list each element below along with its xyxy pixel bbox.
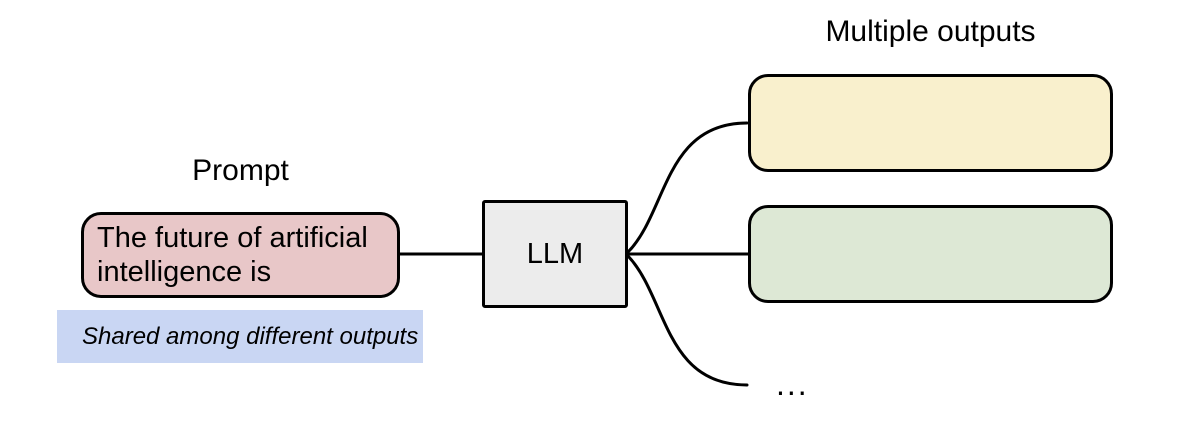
llm-box: LLM (482, 200, 628, 308)
outputs-title: Multiple outputs (825, 15, 1036, 48)
output-box-1 (748, 74, 1113, 172)
prompt-box: The future of artificial intelligence is (81, 212, 400, 298)
shared-note-text: Shared among different outputs (82, 322, 419, 350)
output-box-2 (748, 205, 1113, 303)
shared-note: Shared among different outputs (57, 310, 423, 363)
connector-llm-to-ellipsis (626, 254, 749, 387)
connector-llm-to-output-1 (626, 121, 749, 254)
llm-label: LLM (526, 237, 584, 270)
prompt-title: Prompt (192, 154, 289, 187)
ellipsis: ... (776, 366, 809, 402)
prompt-box-text: The future of artificial intelligence is (97, 222, 368, 288)
